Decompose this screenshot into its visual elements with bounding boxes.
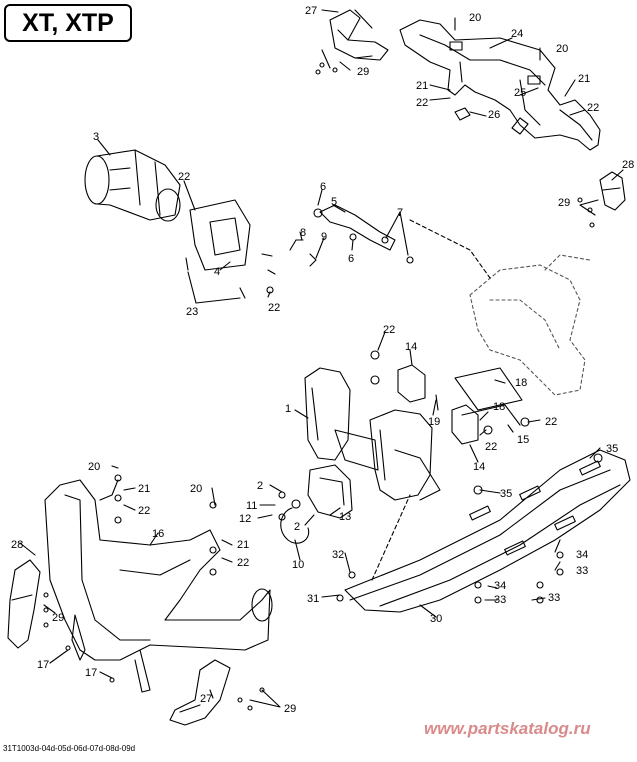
- watermark-url: www.partskatalog.ru: [424, 719, 591, 738]
- part-4-winch-plate: [189, 199, 251, 271]
- callout-22: 22: [587, 102, 599, 114]
- callout-20: 20: [469, 12, 481, 24]
- callout-15: 15: [517, 434, 529, 446]
- nut-22-b: [370, 375, 380, 385]
- part-5-bracket: [319, 204, 396, 251]
- nut-22-c: [483, 425, 493, 435]
- callout-22: 22: [416, 97, 428, 109]
- callout-31: 31: [307, 593, 319, 605]
- callout-6: 6: [320, 181, 326, 193]
- callout-17: 17: [37, 659, 49, 671]
- hardware-screws: [43, 62, 603, 711]
- callout-33: 33: [548, 592, 560, 604]
- callout-30: 30: [430, 613, 442, 625]
- callout-21: 21: [237, 539, 249, 551]
- callout-21: 21: [138, 483, 150, 495]
- callout-22: 22: [138, 505, 150, 517]
- callout-34: 34: [494, 580, 506, 592]
- callout-14: 14: [473, 461, 485, 473]
- callout-18: 18: [515, 377, 527, 389]
- callout-34: 34: [576, 549, 588, 561]
- part-27-top-grab-handle: [329, 9, 389, 61]
- part-27-bottom-grab-handle: [169, 659, 231, 726]
- part-24-front-bumper: [399, 19, 601, 151]
- callout-20: 20: [190, 483, 202, 495]
- callout-33: 33: [576, 565, 588, 577]
- leader-dashed-2: [371, 494, 411, 581]
- part-1-mount-plates: [304, 367, 441, 501]
- callout-29: 29: [357, 66, 369, 78]
- callout-10: 10: [292, 559, 304, 571]
- callout-27: 27: [305, 5, 317, 17]
- callout-20: 20: [556, 43, 568, 55]
- callout-22: 22: [237, 557, 249, 569]
- callout-23: 23: [186, 306, 198, 318]
- callout-11: 11: [246, 500, 257, 512]
- bolt-19: [435, 394, 439, 411]
- callout-14: 14: [405, 341, 417, 353]
- callout-19: 19: [428, 416, 440, 428]
- callout-22: 22: [178, 171, 190, 183]
- part-3-winch: [84, 149, 181, 222]
- callout-2: 2: [294, 521, 300, 533]
- callout-3: 3: [93, 131, 99, 143]
- callout-numbers: 27 20 24 20 29 21 22 25 21 22 26 28 29 3…: [11, 5, 634, 715]
- callout-35: 35: [606, 443, 618, 455]
- part-30-skid-plate: [344, 449, 631, 613]
- callout-6: 6: [348, 253, 354, 265]
- callout-29: 29: [52, 612, 64, 624]
- diagram-code: 31T1003d-04d-05d-06d-07d-08d-09d: [3, 744, 136, 753]
- callout-7: 7: [397, 207, 403, 219]
- callout-25: 25: [514, 87, 526, 99]
- part-14-brackets: [397, 364, 479, 445]
- callout-5: 5: [331, 196, 337, 208]
- callout-22: 22: [485, 441, 497, 453]
- model-title: XT, XTP: [4, 4, 132, 42]
- callout-8: 8: [300, 227, 306, 239]
- callout-27: 27: [200, 693, 212, 705]
- callout-22: 22: [383, 324, 395, 336]
- callout-16: 16: [152, 528, 164, 540]
- callout-9: 9: [321, 231, 327, 243]
- part-16-lower-bumper: [44, 479, 273, 693]
- callout-4: 4: [214, 266, 220, 278]
- leader-dashed: [409, 219, 491, 279]
- leader-lines: [19, 9, 624, 708]
- callout-18: 18: [493, 401, 505, 413]
- callout-29: 29: [558, 197, 570, 209]
- winch-fasteners: [185, 208, 414, 299]
- callout-12: 12: [239, 513, 251, 525]
- part-28-left-bracket: [7, 559, 41, 649]
- callout-33: 33: [494, 594, 506, 606]
- callout-21: 21: [578, 73, 590, 85]
- part-13-hook-bracket: [307, 464, 353, 519]
- callout-32: 32: [332, 549, 344, 561]
- callout-29: 29: [284, 703, 296, 715]
- callout-22: 22: [268, 302, 280, 314]
- part-25-26-fasteners: [454, 107, 529, 135]
- callout-21: 21: [416, 80, 428, 92]
- callout-35: 35: [500, 488, 512, 500]
- callout-13: 13: [339, 511, 351, 523]
- callout-2: 2: [257, 480, 263, 492]
- callout-26: 26: [488, 109, 500, 121]
- part-28-upper-bracket: [599, 171, 626, 211]
- nut-22-a: [370, 350, 380, 360]
- callout-24: 24: [511, 28, 523, 40]
- callout-17: 17: [85, 667, 97, 679]
- frame-reference-outline: [469, 254, 591, 396]
- callout-28: 28: [622, 159, 634, 171]
- callout-22: 22: [545, 416, 557, 428]
- callout-20: 20: [88, 461, 100, 473]
- callout-1: 1: [285, 403, 291, 415]
- part-18-bars: [454, 367, 523, 426]
- callout-28: 28: [11, 539, 23, 551]
